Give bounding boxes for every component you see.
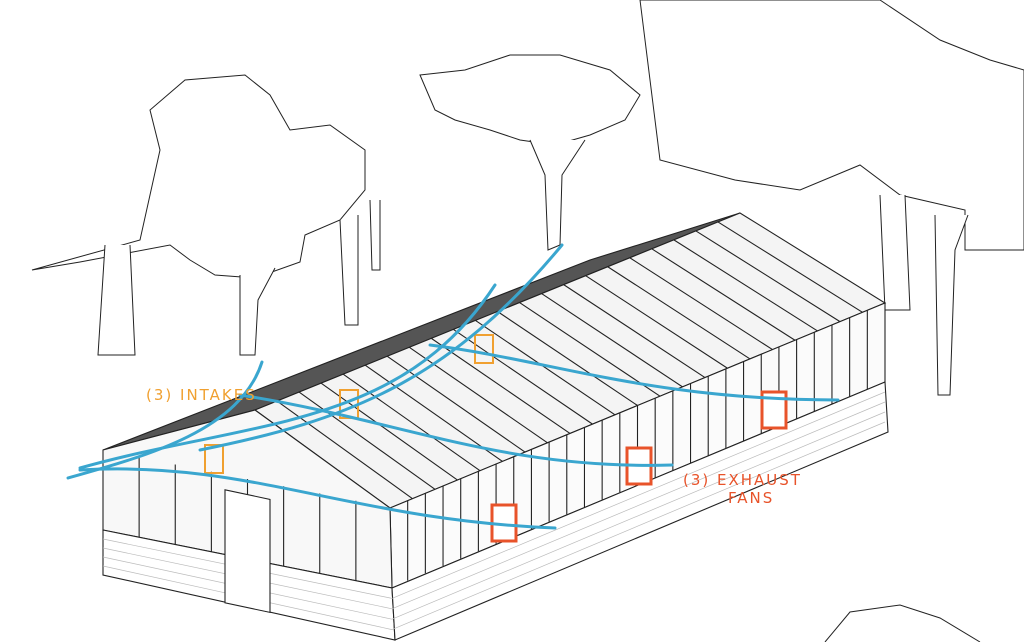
brick-course bbox=[391, 401, 886, 610]
brick-course bbox=[391, 411, 886, 620]
rafter bbox=[298, 391, 436, 490]
airflow-arrow-5 bbox=[238, 393, 674, 467]
exhaust-label-line2: FANS bbox=[728, 489, 774, 507]
rafter bbox=[717, 221, 863, 313]
tree-mid-trunk bbox=[339, 139, 586, 326]
shrub-bottom-right bbox=[824, 604, 981, 642]
rafter bbox=[320, 382, 458, 481]
intake-vent-1 bbox=[204, 444, 224, 474]
rafter bbox=[497, 311, 638, 406]
airflow-arrows bbox=[66, 243, 840, 530]
brick-base-side bbox=[391, 381, 889, 641]
tree-left-trunk bbox=[97, 244, 276, 356]
rafter bbox=[563, 284, 706, 379]
door[interactable] bbox=[224, 489, 271, 614]
tree-mid-canopy bbox=[419, 54, 641, 146]
greenhouse bbox=[102, 212, 889, 641]
brick-course bbox=[391, 391, 886, 599]
roof-rafters bbox=[276, 221, 863, 500]
rafter bbox=[475, 319, 616, 416]
rafter bbox=[585, 275, 728, 369]
intake-vent-3 bbox=[474, 334, 494, 364]
rafter bbox=[364, 364, 503, 462]
rafter bbox=[651, 248, 796, 341]
rafter bbox=[607, 266, 751, 360]
exhaust-label-line1: (3) EXHAUST bbox=[683, 471, 802, 489]
brick-course bbox=[391, 421, 886, 630]
rafter bbox=[342, 373, 481, 472]
tree-left-canopy bbox=[31, 74, 366, 279]
intakes-label: (3) INTAKES bbox=[146, 386, 257, 404]
rafter bbox=[453, 328, 593, 425]
rafter bbox=[541, 293, 683, 388]
airflow-arrow-3 bbox=[198, 243, 564, 452]
rafter bbox=[673, 239, 818, 332]
rafter bbox=[629, 257, 773, 351]
background-trees bbox=[31, 0, 1024, 642]
airflow-arrow-4 bbox=[78, 467, 557, 530]
rafter bbox=[519, 302, 661, 397]
rafter bbox=[431, 337, 571, 434]
rafter bbox=[695, 230, 841, 323]
airflow-arrow-2 bbox=[78, 283, 497, 470]
tree-right-trunk bbox=[879, 194, 969, 396]
tree-right-canopy bbox=[639, 0, 1024, 251]
airflow-arrow-6 bbox=[428, 343, 840, 402]
